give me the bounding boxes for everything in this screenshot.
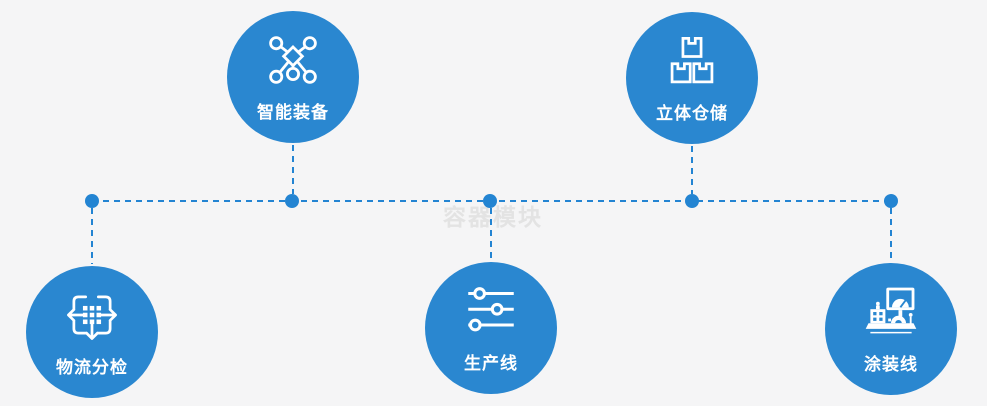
connector-dot: [884, 194, 898, 208]
node-production-line: 生产线: [425, 262, 557, 394]
node-logistics-sorting: 物流分检: [26, 266, 158, 398]
sliders-icon: [460, 282, 522, 340]
connector-dot: [85, 194, 99, 208]
molecule-network-icon: [262, 31, 324, 89]
node-smart-equipment: 智能装备: [227, 11, 359, 143]
connector-dot: [483, 194, 497, 208]
node-label: 智能装备: [257, 103, 329, 122]
sorting-arrows-icon: [61, 286, 123, 344]
connector-dot: [285, 194, 299, 208]
node-label: 立体仓储: [656, 104, 728, 123]
stacked-boxes-icon: [661, 32, 723, 90]
node-stereo-warehouse: 立体仓储: [626, 12, 758, 144]
node-label: 物流分检: [56, 358, 128, 377]
connector-dot: [685, 194, 699, 208]
node-label: 涂装线: [864, 355, 918, 374]
control-console-icon: [860, 283, 922, 341]
node-label: 生产线: [464, 354, 518, 373]
node-coating-line: 涂装线: [825, 263, 957, 395]
